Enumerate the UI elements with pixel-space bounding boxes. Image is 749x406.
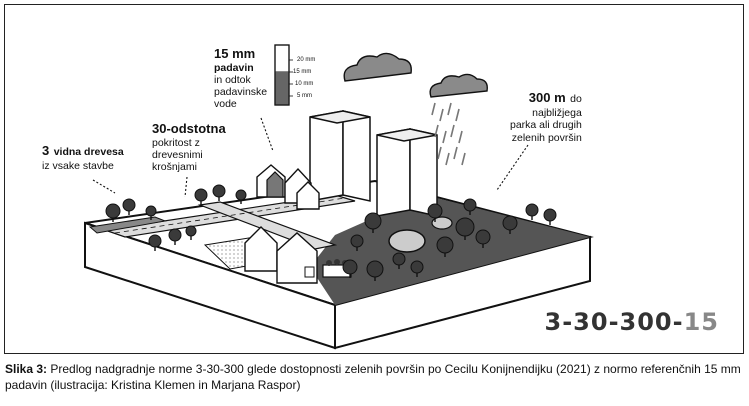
label-park-line2: najbližjega [532, 107, 582, 120]
rain-drop [453, 146, 458, 160]
label-three-trees: 3 vidna drevesa iz vsake stavbe [42, 142, 124, 172]
pond [388, 229, 426, 253]
label-canopy-line3: krošnjami [152, 161, 197, 174]
label-three-trees-line1: vidna drevesa [53, 146, 124, 158]
label-park-line4: zelenih površin [511, 131, 582, 144]
rain-drop [439, 108, 444, 122]
city-block-illustration [84, 44, 594, 350]
tree [342, 259, 358, 278]
tree [364, 212, 382, 233]
label-rainfall-line4: vode [214, 98, 237, 111]
tree [168, 228, 182, 245]
illustration-frame: 20 mm 15 mm 10 mm 5 mm 3 vidna drevesa i… [4, 4, 744, 354]
figure-caption: Slika 3: Predlog nadgradnje norme 3-30-3… [5, 361, 743, 393]
caption-prefix: Slika 3: [5, 362, 48, 376]
tree [475, 229, 491, 248]
tall-building-left [309, 110, 371, 202]
tree [455, 217, 475, 240]
label-park-number: 300 m [528, 90, 566, 105]
label-canopy-cover: 30-odstotna pokritost z drevesnimi krošn… [152, 121, 226, 174]
tree [436, 236, 454, 257]
small-houses-lower [244, 226, 352, 284]
tree [543, 208, 557, 225]
norm-main: 3-30-300- [544, 308, 684, 336]
trees [105, 184, 557, 281]
tree [105, 203, 121, 222]
gauge-tick-15: 15 mm [293, 69, 312, 75]
cloud-right-icon [429, 73, 488, 98]
label-park-line1: do [570, 93, 582, 105]
norm-last: 15 [683, 308, 719, 336]
rain-gauge [274, 44, 293, 106]
tree [122, 198, 136, 215]
tree [525, 203, 539, 220]
tree [392, 252, 406, 269]
tree [410, 260, 424, 277]
label-three-trees-line2: iz vsake stavbe [42, 160, 114, 173]
gauge-tick-20: 20 mm [297, 57, 316, 63]
rain-drop [442, 130, 447, 144]
rain-drop [458, 130, 463, 144]
tree [427, 203, 443, 222]
gauge-tick-5: 5 mm [297, 93, 312, 99]
label-park-line3: parka ali drugih [510, 119, 582, 132]
rain-lines [431, 102, 466, 166]
rain-drop [461, 152, 466, 166]
tree [185, 225, 197, 240]
label-park-distance: 300 m do najbližjega parka ali drugih ze… [510, 89, 582, 144]
label-rainfall-line3: padavinske [214, 86, 268, 99]
norm-title: 3-30-300-15 [545, 308, 719, 336]
label-canopy-number: 30-odstotna [152, 121, 226, 136]
tree [502, 215, 518, 234]
label-canopy-line2: drevesnimi [152, 149, 203, 161]
label-rainfall-number: 15 mm [214, 46, 256, 61]
tree [148, 234, 162, 251]
rain-drop [445, 152, 450, 166]
rain-drop [431, 102, 436, 116]
rain-drop [450, 124, 455, 138]
tree [366, 260, 384, 281]
gauge-tick-10: 10 mm [295, 81, 314, 87]
tall-building-right [376, 128, 438, 217]
tree [350, 234, 364, 251]
tree [145, 205, 157, 220]
label-canopy-line1: pokritost z [152, 136, 200, 149]
cloud-left-icon [343, 52, 412, 82]
tree [212, 184, 226, 201]
rain-drop [437, 146, 442, 160]
water-channel [88, 216, 167, 234]
label-rainfall: 15 mm padavin in odtok padavinske vode [214, 46, 268, 111]
tree [235, 189, 247, 204]
label-three-trees-number: 3 [42, 143, 50, 158]
label-rainfall-line2: in odtok [214, 74, 251, 86]
rain-drop [447, 102, 452, 116]
pointer-lines [92, 117, 529, 198]
tree [463, 198, 477, 215]
small-houses-upper [256, 164, 320, 210]
caption-text: Predlog nadgradnje norme 3-30-300 glede … [5, 362, 741, 393]
tree [194, 188, 208, 205]
rain-drop [434, 124, 439, 138]
rain-drop [455, 108, 460, 122]
label-rainfall-line1: padavin [214, 61, 254, 74]
